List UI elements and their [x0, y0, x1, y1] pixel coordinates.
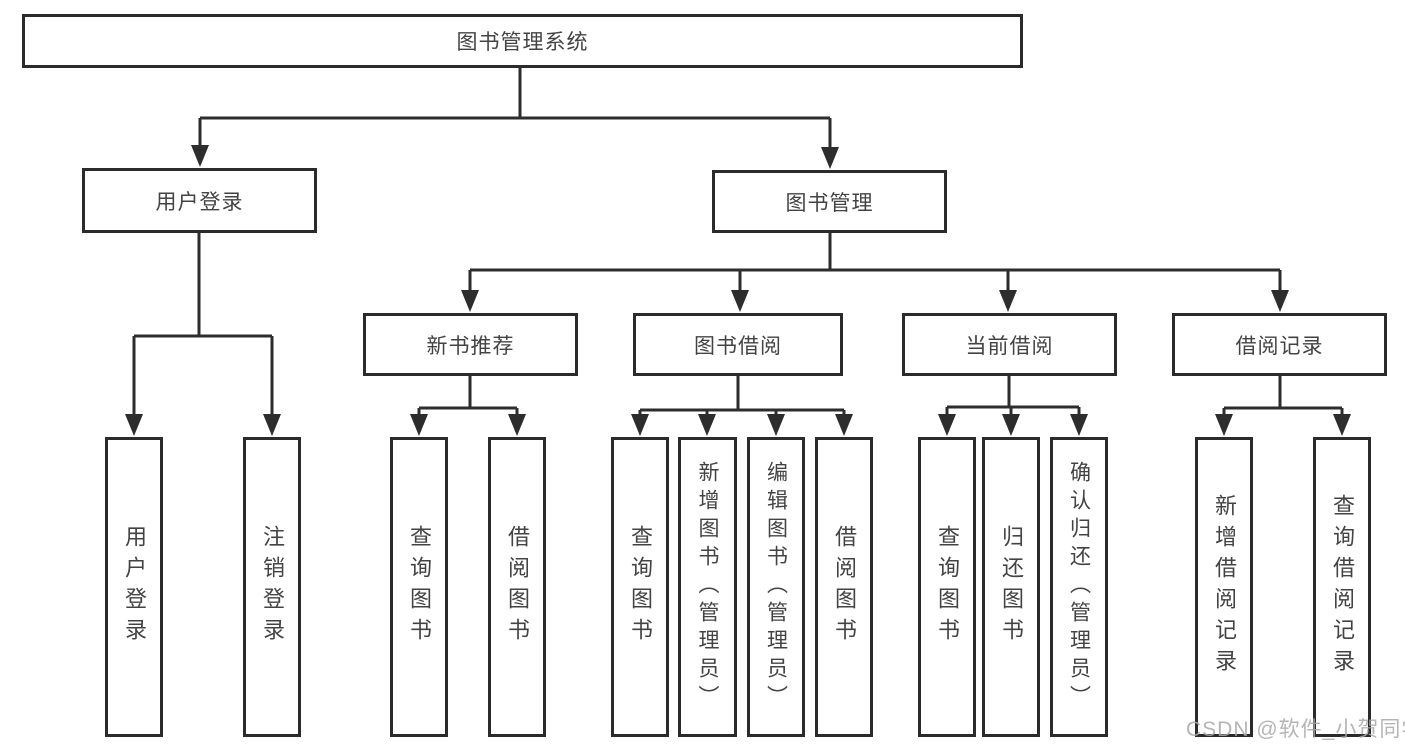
leaf-logout-login: 注销登录 — [243, 437, 301, 737]
connector-book-management-children — [461, 233, 1289, 312]
connector-borrowing-records-children — [1215, 376, 1351, 436]
leaf-add-books-admin: 新增图书（管理员） — [678, 437, 737, 737]
node-label: 查询借阅记录 — [1330, 494, 1355, 680]
node-label: 注销登录 — [260, 525, 285, 649]
node-label: 借阅记录 — [1235, 334, 1324, 358]
node-label: 图书管理系统 — [456, 31, 589, 54]
node-label: 当前借阅 — [965, 334, 1054, 358]
node-label: 新增图书（管理员） — [696, 461, 719, 713]
connector-current-borrowing-children — [938, 376, 1088, 436]
leaf-add-borrow-record: 新增借阅记录 — [1195, 437, 1253, 737]
node-label: 图书借阅 — [694, 334, 782, 358]
node-label: 用户登录 — [122, 525, 147, 649]
node-label: 查询图书 — [935, 525, 960, 649]
node-book-management: 图书管理 — [712, 170, 947, 233]
node-label: 图书管理 — [785, 191, 874, 215]
connector-user-login-children — [125, 233, 281, 436]
node-label: 确认归还（管理员） — [1067, 461, 1091, 713]
leaf-query-borrow-record: 查询借阅记录 — [1313, 437, 1371, 737]
node-label: 新增借阅记录 — [1212, 494, 1237, 680]
node-label: 用户登录 — [155, 190, 244, 214]
connector-new-book-recommend-children — [410, 376, 526, 436]
node-label: 借阅图书 — [832, 525, 857, 649]
node-label: 查询图书 — [628, 525, 653, 649]
node-user-login: 用户登录 — [82, 168, 317, 233]
connector-root-to-level2 — [191, 68, 839, 169]
node-label: 归还图书 — [999, 525, 1024, 649]
node-label: 借阅图书 — [505, 525, 530, 649]
leaf-confirm-return-admin: 确认归还（管理员） — [1050, 437, 1108, 737]
leaf-borrow-books: 借阅图书 — [815, 437, 873, 737]
node-label: 新书推荐 — [426, 334, 515, 358]
node-new-book-recommend: 新书推荐 — [363, 313, 578, 376]
leaf-query-books-current: 查询图书 — [918, 437, 976, 737]
leaf-edit-books-admin: 编辑图书（管理员） — [747, 437, 805, 737]
leaf-borrow-books-recommend: 借阅图书 — [488, 437, 546, 737]
leaf-query-books-recommend: 查询图书 — [390, 437, 448, 737]
leaf-user-login: 用户登录 — [105, 437, 163, 737]
leaf-query-books-borrowing: 查询图书 — [611, 437, 669, 737]
node-book-borrowing: 图书借阅 — [633, 313, 843, 376]
node-label: 编辑图书（管理员） — [764, 461, 788, 713]
connector-book-borrowing-children — [631, 376, 853, 436]
node-borrowing-records: 借阅记录 — [1172, 313, 1387, 376]
node-library-management-system: 图书管理系统 — [22, 14, 1023, 68]
leaf-return-books: 归还图书 — [982, 437, 1040, 737]
csdn-watermark: CSDN @软件_小贺同学 — [1186, 718, 1405, 741]
node-label: 查询图书 — [407, 525, 432, 649]
node-current-borrowing: 当前借阅 — [902, 313, 1117, 376]
